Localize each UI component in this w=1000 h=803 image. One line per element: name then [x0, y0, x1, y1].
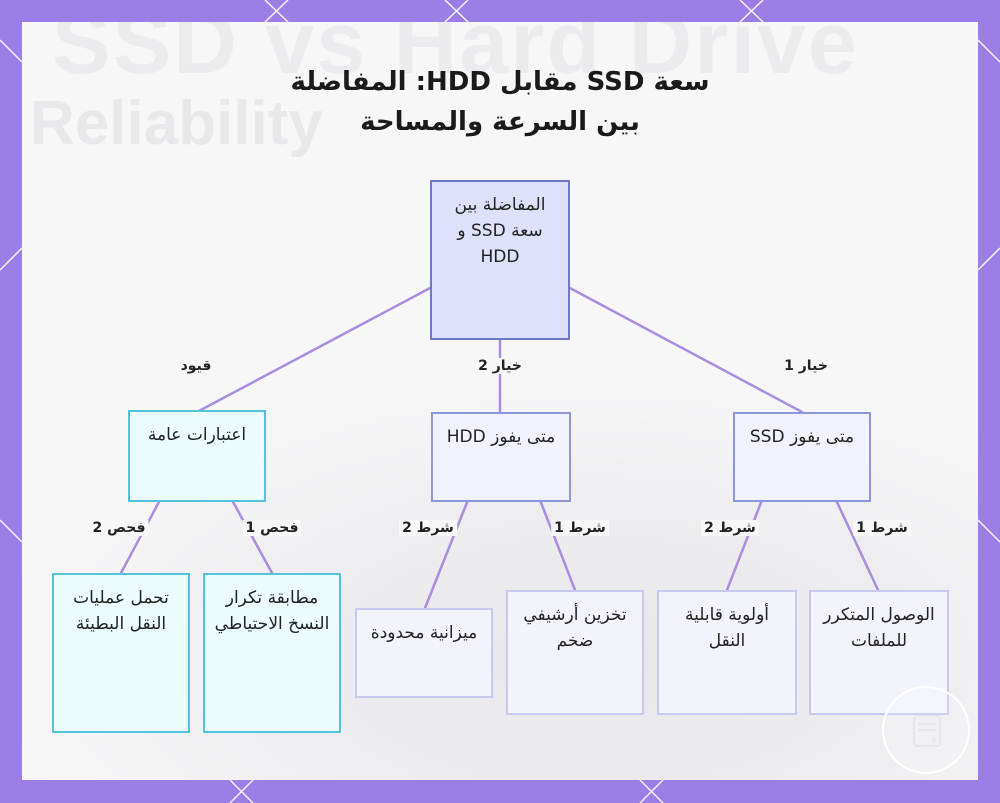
edge-gen-c1 [230, 498, 274, 575]
edge-label-option2: خيار 2 [475, 358, 525, 374]
edge-label-cond1-ssd: شرط 1 [853, 520, 911, 536]
node-limited-budget: ميزانية محدودة [355, 608, 493, 698]
node-backup-frequency: مطابقة تكرار النسخ الاحتياطي [203, 573, 341, 733]
edge-root-ssd [566, 285, 804, 414]
logo-badge [882, 686, 970, 774]
node-hdd-wins: متى يفوز HDD [431, 412, 571, 502]
node-general-considerations: اعتبارات عامة [128, 410, 266, 502]
edge-label-cond2-ssd: شرط 2 [701, 520, 759, 536]
title-line-1: سعة SSD مقابل HDD: المفاضلة [290, 67, 710, 97]
edge-ssd-c1 [834, 498, 880, 592]
edge-label-constraints: قيود [177, 358, 215, 374]
node-root: المفاضلة بين سعة SSD و HDD [430, 180, 570, 340]
node-portability-priority: أولوية قابلية النقل [657, 590, 797, 715]
edge-hdd-c2 [423, 498, 470, 610]
edge-gen-c2 [119, 498, 162, 575]
edge-label-option1: خيار 1 [781, 358, 831, 374]
watermark-subtext: Reliability [30, 89, 323, 158]
edge-label-cond1-hdd: شرط 1 [551, 520, 609, 536]
edge-label-check1: فحص 1 [242, 520, 302, 536]
drive-icon [913, 715, 941, 747]
node-archival-storage: تخزين أرشيفي ضخم [506, 590, 644, 715]
watermark-text: SSD vs Hard Drive [52, 22, 859, 92]
title-line-2: بين السرعة والمساحة [360, 107, 640, 137]
node-ssd-wins: متى يفوز SSD [733, 412, 871, 502]
node-slow-transfers: تحمل عمليات النقل البطيئة [52, 573, 190, 733]
edge-hdd-c1 [538, 498, 577, 592]
edge-ssd-c2 [725, 498, 764, 592]
edge-label-cond2-hdd: شرط 2 [399, 520, 457, 536]
edge-label-check2: فحص 2 [89, 520, 149, 536]
node-frequent-access: الوصول المتكرر للملفات [809, 590, 949, 715]
diagram-title: سعة SSD مقابل HDD: المفاضلة بين السرعة و… [22, 62, 978, 142]
edge-root-general [195, 285, 434, 414]
